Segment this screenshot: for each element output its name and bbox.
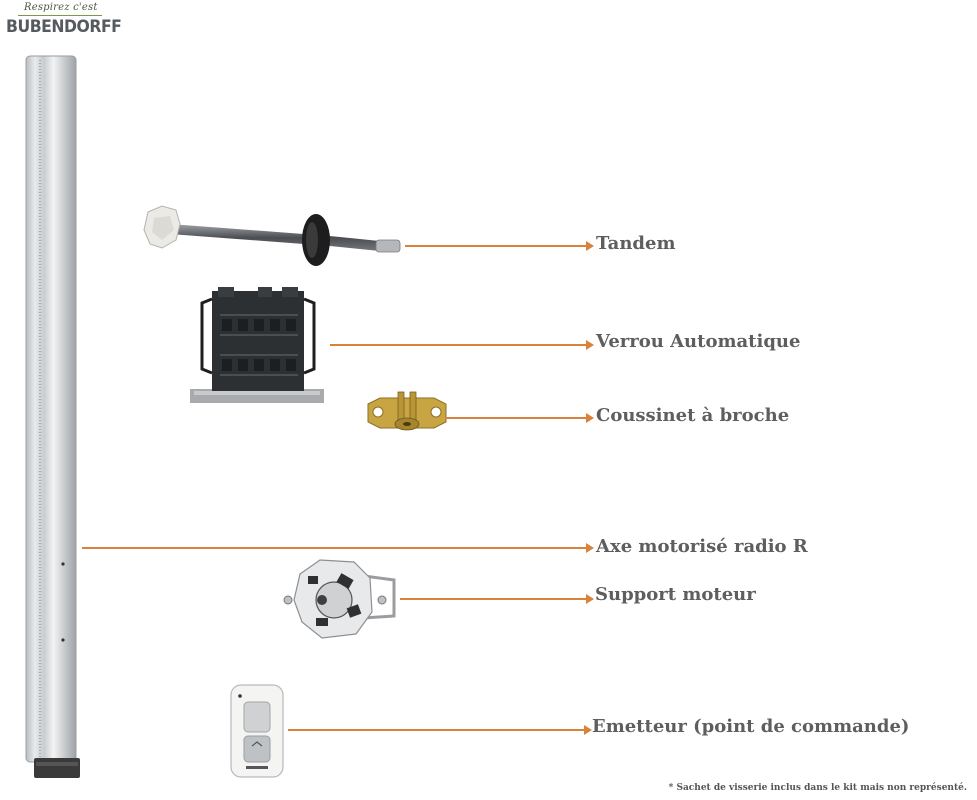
tandem-shaft-icon [143, 205, 401, 266]
label-tandem: Tandem [596, 233, 676, 254]
logo-tagline: Respirez c'est [24, 2, 98, 13]
label-axe-motorise-radio: Axe motorisé radio R [596, 536, 808, 557]
label-emetteur: Emetteur (point de commande) [592, 716, 910, 737]
arrow-verrou-automatique [330, 340, 594, 350]
arrow-axe-motorise [82, 543, 594, 553]
automatic-lock-icon [190, 287, 324, 403]
arrow-coussinet [445, 413, 594, 423]
pin-bearing-icon [367, 391, 447, 431]
motor-bracket-icon [283, 559, 396, 639]
brand-logo: Respirez c'est BUBENDORFF [6, 2, 122, 42]
arrow-support-moteur [400, 594, 594, 604]
label-verrou-automatique: Verrou Automatique [596, 331, 801, 352]
arrow-emetteur [288, 725, 592, 735]
logo-divider [18, 15, 102, 16]
label-support-moteur: Support moteur [595, 584, 756, 605]
label-coussinet-a-broche: Coussinet à broche [596, 405, 790, 426]
remote-transmitter-icon [230, 684, 284, 778]
motorized-tube-icon [25, 55, 80, 778]
logo-brand-name: BUBENDORFF [6, 17, 122, 37]
arrow-tandem [405, 241, 594, 251]
footnote-hardware: * Sachet de visserie inclus dans le kit … [668, 783, 967, 793]
